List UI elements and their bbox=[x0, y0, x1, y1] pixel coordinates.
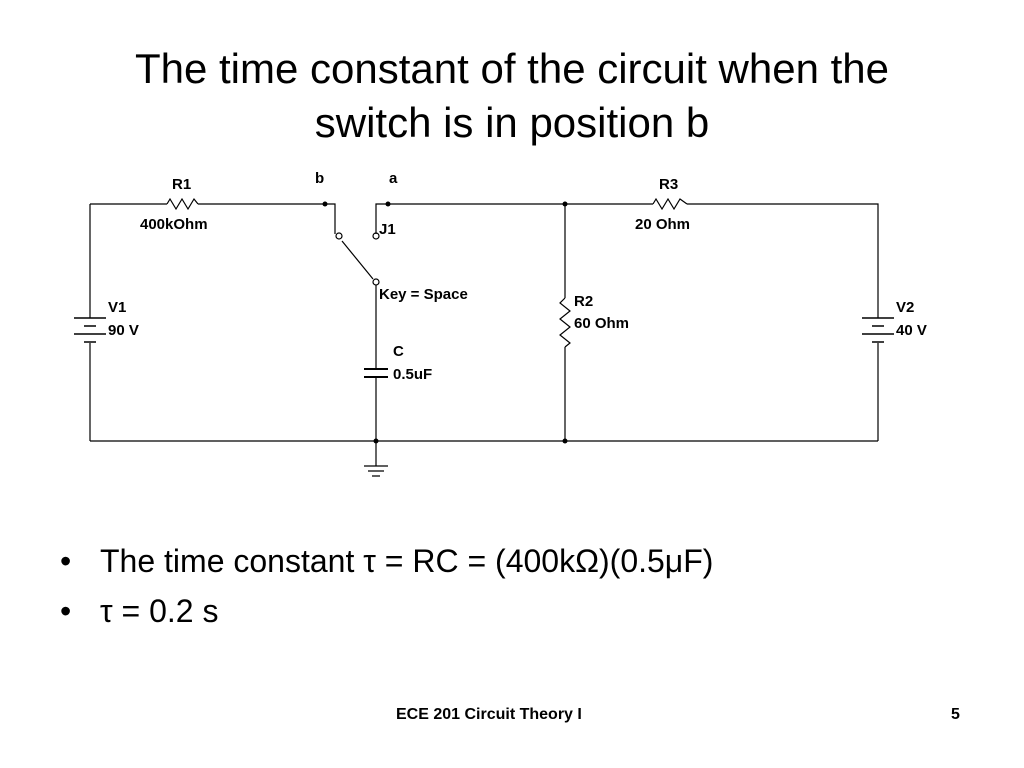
switch-contact-b bbox=[335, 232, 343, 240]
switch-common bbox=[372, 278, 380, 286]
switch-blade bbox=[341, 240, 374, 280]
switch-position-a-label: a bbox=[389, 170, 398, 187]
switch-position-b-label: b bbox=[315, 170, 324, 187]
v1-value-label: 90 V bbox=[108, 322, 139, 339]
footer-course: ECE 201 Circuit Theory I bbox=[396, 706, 582, 723]
resistor-r3 bbox=[652, 197, 688, 211]
bullet-marker: • bbox=[60, 593, 72, 629]
v2-name-label: V2 bbox=[896, 299, 914, 316]
r2-value-label: 60 Ohm bbox=[574, 315, 629, 332]
node-top-dot bbox=[562, 201, 568, 207]
switch-name-label: J1 bbox=[379, 221, 396, 238]
wire-switch-a bbox=[375, 203, 388, 234]
r3-value-label: 20 Ohm bbox=[635, 216, 690, 233]
capacitor-plates bbox=[364, 368, 388, 378]
slide-title-line-1: The time constant of the circuit when th… bbox=[134, 45, 890, 92]
v2-value-label: 40 V bbox=[896, 322, 927, 339]
node-bottom-cap-dot bbox=[373, 438, 379, 444]
bullet-marker: • bbox=[60, 543, 72, 579]
footer-page-number: 5 bbox=[951, 706, 960, 723]
wire-top-right bbox=[388, 203, 879, 441]
bullet-item-result: • τ = 0.2 s bbox=[58, 586, 713, 636]
bullet-item-time-constant: • The time constant τ = RC = (400kΩ)(0.5… bbox=[58, 536, 713, 586]
resistor-r2 bbox=[559, 297, 571, 348]
capacitor-value-label: 0.5uF bbox=[393, 366, 432, 383]
bullet-text: The time constant τ = RC = (400kΩ)(0.5μF… bbox=[100, 543, 714, 579]
bullet-list: • The time constant τ = RC = (400kΩ)(0.5… bbox=[58, 536, 713, 636]
slide-title-line-2: switch is in position b bbox=[314, 99, 710, 146]
wire-switch-b bbox=[325, 203, 336, 234]
r1-name-label: R1 bbox=[172, 176, 191, 193]
resistor-r1 bbox=[166, 197, 199, 211]
r3-name-label: R3 bbox=[659, 176, 678, 193]
r1-value-label: 400kOhm bbox=[140, 216, 208, 233]
battery-v2 bbox=[862, 317, 894, 343]
switch-contact-a bbox=[372, 232, 380, 240]
battery-v1 bbox=[74, 317, 106, 343]
slide-title: The time constant of the circuit when th… bbox=[0, 42, 1024, 150]
r2-name-label: R2 bbox=[574, 293, 593, 310]
terminal-a-dot bbox=[385, 201, 391, 207]
terminal-b-dot bbox=[322, 201, 328, 207]
node-bottom-r2-dot bbox=[562, 438, 568, 444]
switch-key-label: Key = Space bbox=[379, 286, 468, 303]
capacitor-name-label: C bbox=[393, 343, 404, 360]
ground-symbol bbox=[364, 441, 388, 477]
v1-name-label: V1 bbox=[108, 299, 126, 316]
bullet-text: τ = 0.2 s bbox=[100, 593, 219, 629]
